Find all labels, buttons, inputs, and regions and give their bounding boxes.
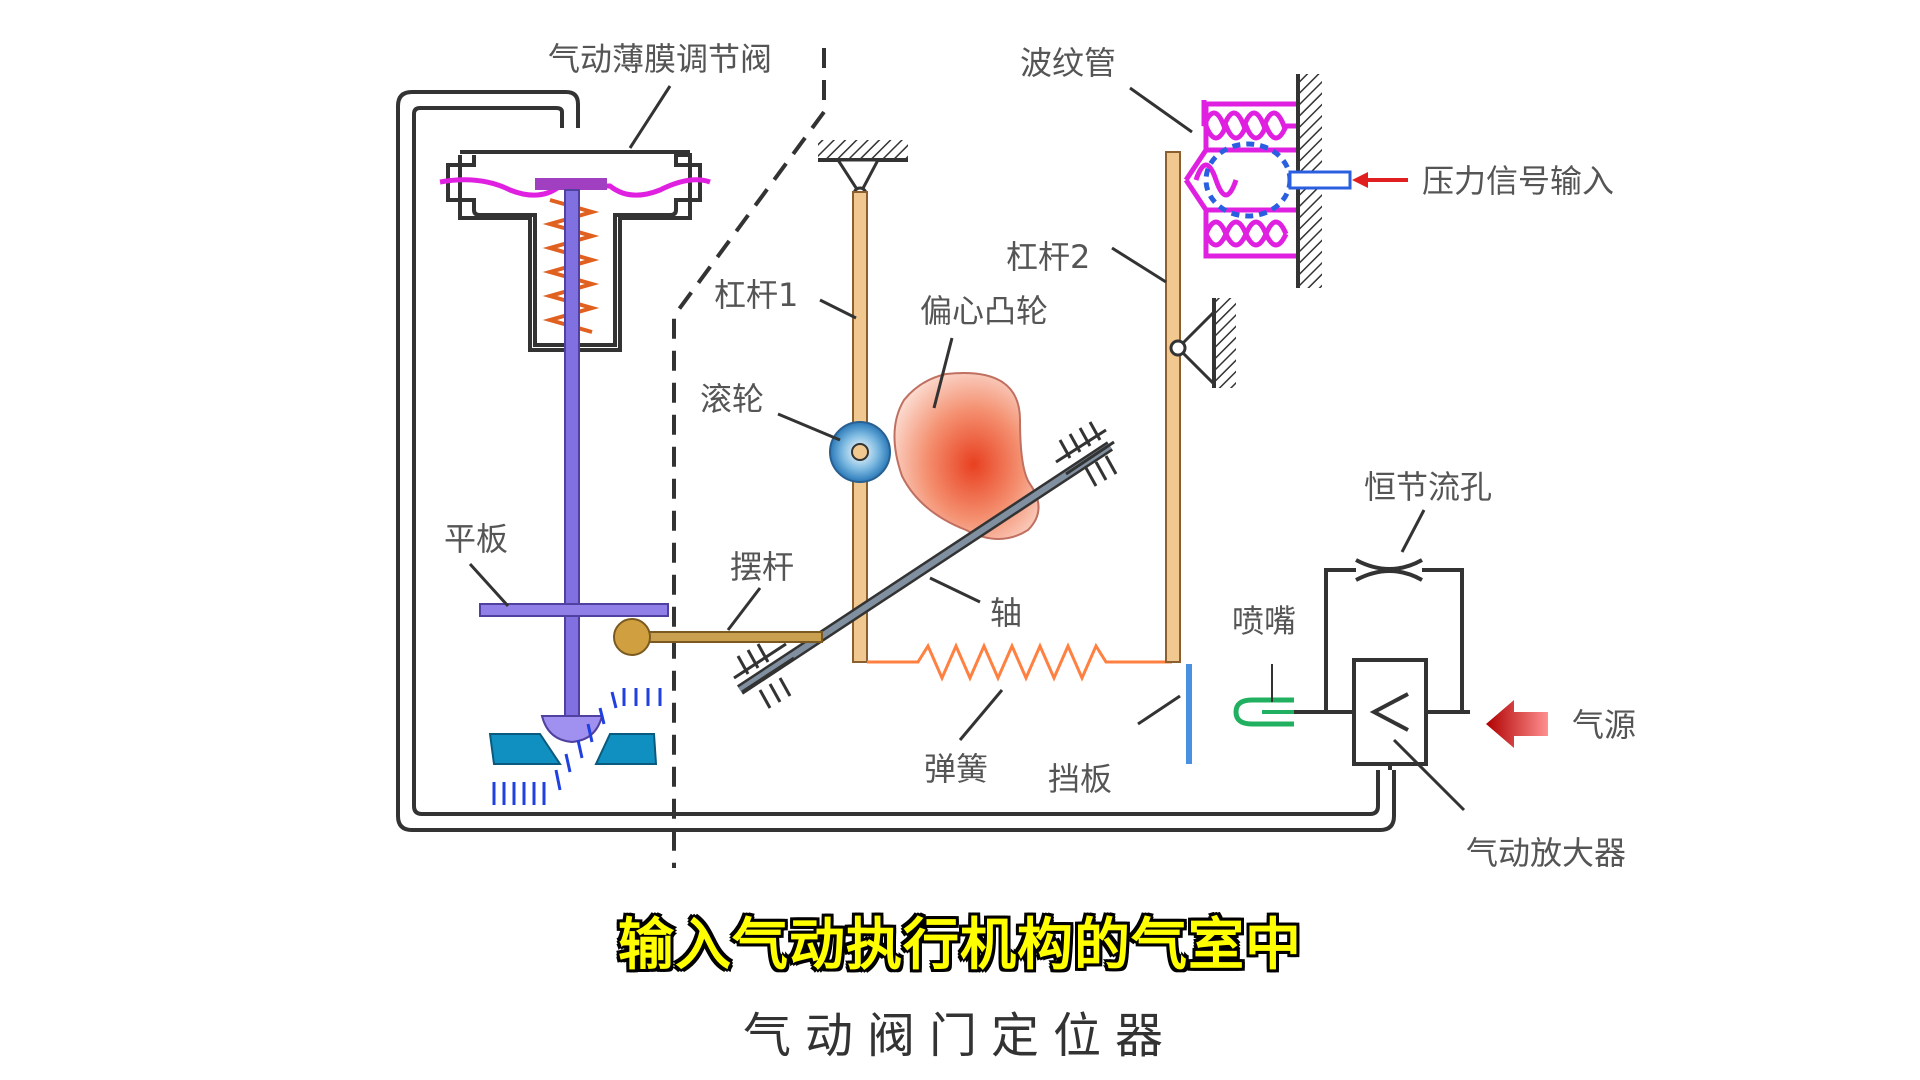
label-bellows: 波纹管 [1020, 44, 1116, 82]
label-actuator: 气动薄膜调节阀 [548, 40, 772, 78]
valve-seat-left [488, 733, 562, 765]
pressure-arrow-icon [1352, 172, 1408, 188]
valve-stem [564, 189, 580, 721]
video-subtitle: 输入气动执行机构的气室中 [618, 913, 1302, 978]
air-source-arrow-icon [1486, 700, 1548, 748]
label-pressure-input: 压力信号输入 [1422, 162, 1614, 200]
valve-plug [540, 715, 604, 744]
air-flow-lines [492, 688, 662, 805]
flat-plate [479, 603, 669, 617]
nozzle [1233, 697, 1294, 727]
shaft-bearing-top [1055, 421, 1118, 487]
label-orifice: 恒节流孔 [1364, 468, 1492, 506]
leader-lines [468, 85, 1466, 812]
pneumatic-amplifier [1352, 658, 1428, 766]
label-baffle: 挡板 [1048, 760, 1112, 798]
lever2-pivot [1169, 298, 1236, 388]
signal-inlet [1288, 170, 1352, 190]
diaphragm-plate [535, 178, 607, 190]
label-lever1: 杠杆1 [714, 276, 798, 314]
swing-rod-pivot [613, 618, 651, 656]
label-roller: 滚轮 [700, 380, 764, 418]
lever2 [1165, 151, 1181, 663]
valve-seat-right [594, 733, 658, 765]
label-cam: 偏心凸轮 [920, 292, 1048, 330]
swing-rod [631, 631, 823, 643]
actuator-housing [446, 150, 702, 352]
shaft-bearing-bottom [733, 642, 795, 709]
boundary-dashed-line [672, 48, 826, 868]
baffle [1186, 664, 1192, 764]
eccentric-cam [893, 372, 1040, 540]
label-spring: 弹簧 [924, 750, 988, 788]
roller [829, 421, 891, 483]
amplifier-symbol-icon [1369, 692, 1409, 732]
air-pipe [396, 90, 1396, 832]
label-shaft: 轴 [990, 594, 1022, 632]
label-nozzle: 喷嘴 [1232, 602, 1296, 640]
label-amplifier: 气动放大器 [1466, 834, 1626, 872]
figure-caption: 气动阀门定位器 [742, 1008, 1177, 1064]
label-swing-rod: 摆杆 [730, 548, 794, 586]
label-air-source: 气源 [1572, 706, 1636, 744]
label-plate: 平板 [444, 520, 508, 558]
label-lever2: 杠杆2 [1006, 238, 1090, 276]
bellows [1183, 100, 1296, 259]
feedback-spring [867, 642, 1172, 682]
